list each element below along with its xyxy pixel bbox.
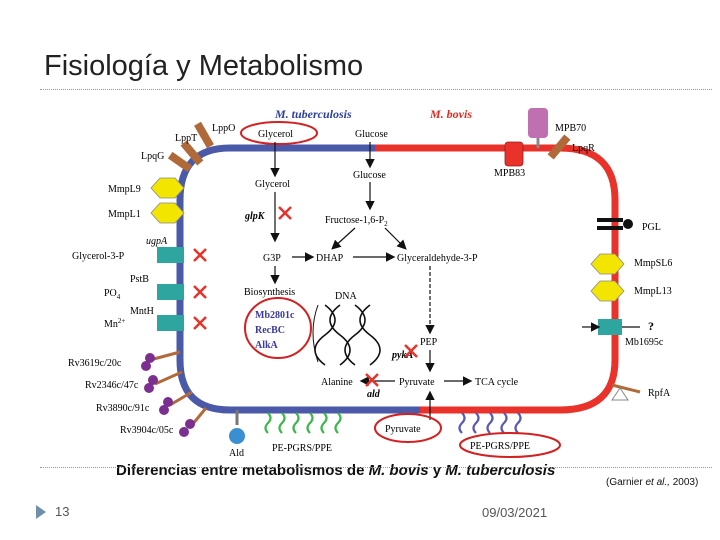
pstb-transporter (157, 284, 184, 300)
mb1695c-transporter (598, 319, 622, 335)
pgl-label: PGL (642, 222, 661, 233)
cell-wall-bovis (375, 144, 619, 414)
lpqg-protein (167, 151, 193, 173)
slide-title: Fisiología y Metabolismo (44, 50, 364, 82)
glycerol-label: Glycerol (255, 179, 290, 190)
alka-label: AlkA (255, 340, 279, 351)
pyka-label: pykA (391, 350, 413, 361)
mpb83-label: MPB83 (494, 168, 525, 179)
rv3619c-label: Rv3619c/20c (68, 358, 122, 369)
mnth-label: MntH (130, 306, 154, 317)
mn-label: Mn2+ (104, 317, 125, 330)
lpqr-label: LpqR (572, 143, 595, 154)
pyka-deletion-mark (404, 344, 418, 358)
lppt-label: LppT (175, 133, 197, 144)
rpfa-label: RpfA (648, 388, 671, 399)
title-divider (40, 89, 712, 90)
mpb83-protein (504, 141, 524, 167)
rv2346c-label: Rv2346c/47c (85, 380, 139, 391)
mmpl13-label: MmpL13 (634, 286, 672, 297)
dna-bracket (312, 304, 319, 363)
repair-genes-highlight (244, 297, 312, 359)
glyceraldehyde-label: Glyceraldehyde-3-P (397, 253, 478, 264)
pe-pgrs-left-label: PE-PGRS/PPE (272, 443, 332, 454)
mmpl13-protein (590, 280, 625, 302)
biosynthesis-label: Biosynthesis (244, 287, 295, 298)
pyruvate-bottom-highlight (374, 413, 442, 443)
dhap-label: DHAP (316, 253, 344, 264)
ald-protein (229, 428, 245, 444)
ugpa-transporter (157, 247, 184, 263)
ald-label: Ald (229, 448, 244, 459)
pgl-molecule (597, 218, 633, 230)
footer-divider (40, 467, 712, 468)
transporter-deletion-marks (193, 248, 207, 330)
question-label: ? (648, 319, 654, 333)
g3p-label: G3P (263, 253, 281, 264)
glycerol3p-label: Glycerol-3-P (72, 251, 125, 262)
page-marker-icon (36, 505, 46, 519)
page-number: 13 (55, 504, 70, 519)
pe-pgrs-left-waves (264, 412, 342, 434)
glycerol-highlight (240, 121, 318, 145)
dna-label: DNA (335, 291, 357, 302)
cell-wall-tuberculosis (176, 144, 420, 414)
rv3890c-label: Rv3890c/91c (96, 403, 150, 414)
fructose-label: Fructose-1,6-P2 (325, 215, 388, 228)
mmpl9-label: MmpL9 (108, 184, 141, 195)
lppt-protein (180, 140, 204, 166)
po4-label: PO4 (104, 288, 121, 301)
glpk-label: glpK (244, 211, 266, 222)
dna-helix (314, 304, 381, 366)
lppo-label: LppO (212, 123, 235, 134)
glpk-deletion-mark (278, 206, 292, 220)
mb2801c-label: Mb2801c (255, 310, 295, 321)
lpqg-label: LpqG (141, 151, 164, 162)
mmpsl6-label: MmpSL6 (634, 258, 672, 269)
organism-tuberculosis-label: M. tuberculosis (274, 107, 352, 121)
rpfa-stalk (611, 383, 641, 394)
mmpl1-label: MmpL1 (108, 209, 141, 220)
pe-pgrs-right-waves (458, 412, 522, 434)
slide-date: 09/03/2021 (482, 505, 548, 520)
rv3904c-label: Rv3904c/05c (120, 425, 174, 436)
pyruvate-bottom-label: Pyruvate (385, 424, 421, 435)
pstb-label: PstB (130, 274, 149, 285)
glucose-label: Glucose (353, 170, 386, 181)
pep-label: PEP (420, 337, 438, 348)
mmpl1-protein (150, 202, 185, 224)
pe-pgrs-right-label: PE-PGRS/PPE (470, 441, 530, 452)
mb1695c-label: Mb1695c (625, 337, 664, 348)
mmpsl6-protein (590, 253, 625, 275)
secreted-proteins-left (141, 350, 208, 437)
mpb70-protein (528, 108, 548, 138)
figure-citation: (Garnier et al., 2003) (606, 477, 699, 488)
mpb70-label: MPB70 (555, 123, 586, 134)
pe-pgrs-right-highlight (459, 432, 561, 458)
mnth-transporter (157, 315, 184, 331)
glycerol-top-label: Glycerol (258, 129, 293, 140)
rpfa-protein (611, 387, 629, 401)
ugpa-label: ugpA (146, 236, 168, 247)
figure-caption: Diferencias entre metabolismos de M. bov… (116, 462, 556, 479)
lppo-protein (194, 121, 214, 149)
organism-bovis-label: M. bovis (429, 107, 472, 121)
pyruvate-label: Pyruvate (399, 377, 435, 388)
alanine-label: Alanine (321, 377, 353, 388)
tca-label: TCA cycle (475, 377, 519, 388)
mmpl9-protein (150, 177, 185, 199)
glucose-top-label: Glucose (355, 129, 388, 140)
lpqr-protein (547, 134, 571, 160)
ald-deletion-mark (365, 373, 379, 387)
ald-gene-label: ald (367, 389, 381, 400)
recbc-label: RecBC (255, 325, 285, 336)
